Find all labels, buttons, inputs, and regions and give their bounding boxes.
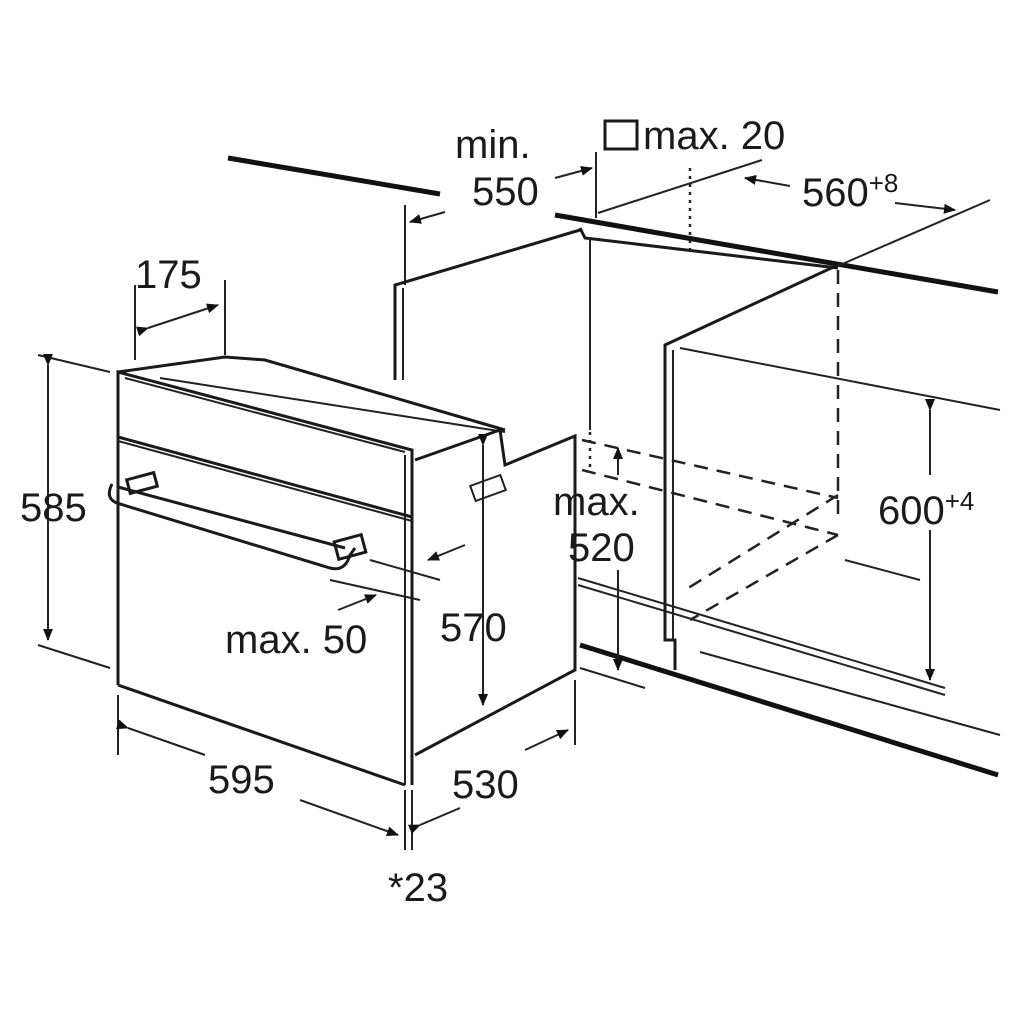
max-520-value: 520	[568, 526, 635, 570]
max-20-label: max. 20	[643, 114, 786, 158]
niche-height-label: 600+4	[878, 486, 975, 533]
inner-height-570-label: 570	[440, 606, 507, 650]
oven	[107, 355, 577, 787]
height-585-label: 585	[20, 486, 87, 530]
depth-top-175-label: 175	[135, 253, 202, 297]
dimension-lines	[37, 119, 956, 850]
depth-530-label: 530	[452, 763, 519, 807]
min-label: min.	[455, 123, 531, 167]
front-offset-23-label: *23	[388, 866, 449, 910]
width-595-label: 595	[208, 758, 275, 802]
max-520-label: max.	[553, 480, 640, 524]
min-550-value: 550	[472, 170, 539, 214]
niche-width-label: 560+8	[802, 168, 899, 215]
max-50-label: max. 50	[225, 618, 368, 662]
cabinet	[227, 152, 1001, 778]
